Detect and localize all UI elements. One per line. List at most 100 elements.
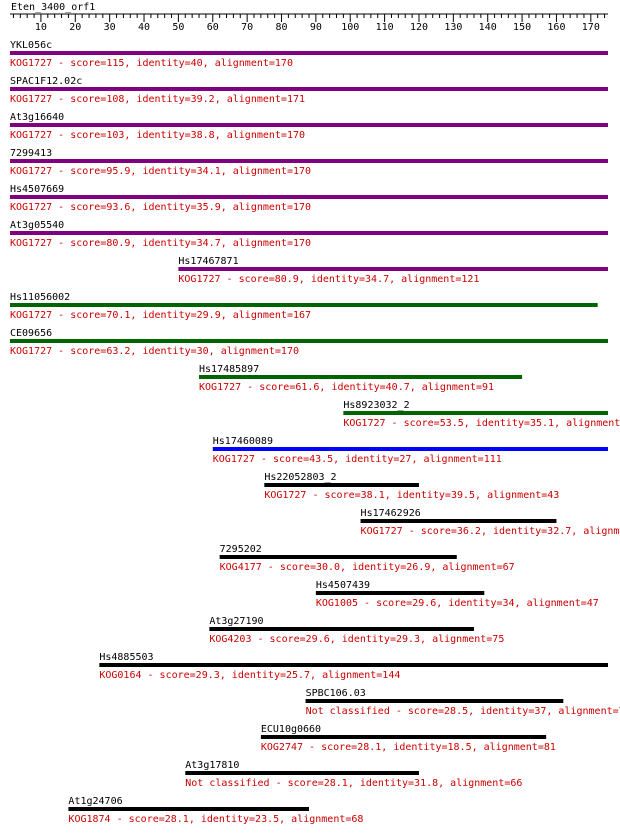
hit-bar[interactable] (219, 555, 457, 559)
hit-name[interactable]: Hs4885503 (99, 652, 153, 663)
hit-description: Not classified - score=28.5, identity=37… (306, 706, 620, 717)
hit-description: KOG1727 - score=70.1, identity=29.9, ali… (10, 310, 311, 321)
hit-bar[interactable] (212, 447, 608, 451)
axis-tick-label: 150 (513, 22, 531, 33)
hit-bar[interactable] (343, 411, 608, 415)
axis-tick-label: 110 (376, 22, 394, 33)
hit-description: Not classified - score=28.1, identity=31… (185, 778, 522, 789)
hit-bar[interactable] (10, 123, 608, 127)
hit-description: KOG4177 - score=30.0, identity=26.9, ali… (220, 562, 515, 573)
hit-description: KOG0164 - score=29.3, identity=25.7, ali… (99, 670, 400, 681)
hit-name[interactable]: 7299413 (10, 148, 52, 159)
hit-description: KOG1727 - score=108, identity=39.2, alig… (10, 94, 305, 105)
hit-name[interactable]: SPBC106.03 (306, 688, 366, 699)
hit-name[interactable]: Hs17462926 (361, 508, 421, 519)
hit-bar[interactable] (264, 483, 419, 487)
axis-tick-label: 70 (241, 22, 253, 33)
hit-name[interactable]: At3g17810 (185, 760, 239, 771)
hit-name[interactable]: At3g27190 (209, 616, 263, 627)
hit-bar[interactable] (10, 159, 608, 163)
hit-name[interactable]: At3g05540 (10, 220, 64, 231)
hit-bar[interactable] (10, 303, 598, 307)
hit-description: KOG1727 - score=61.6, identity=40.7, ali… (199, 382, 494, 393)
hit-bar[interactable] (10, 339, 608, 343)
hit-name[interactable]: Hs4507439 (316, 580, 370, 591)
hit-bar[interactable] (260, 735, 547, 739)
hit-name[interactable]: Hs4507669 (10, 184, 64, 195)
hit-name[interactable]: At3g16640 (10, 112, 64, 123)
axis-tick-label: 90 (310, 22, 322, 33)
hit-bar[interactable] (199, 375, 523, 379)
hit-description: KOG1727 - score=103, identity=38.8, alig… (10, 130, 305, 141)
hit-description: KOG1005 - score=29.6, identity=34, align… (316, 598, 599, 609)
hit-bar[interactable] (99, 663, 608, 667)
hit-description: KOG1727 - score=93.6, identity=35.9, ali… (10, 202, 311, 213)
hit-bar[interactable] (209, 627, 474, 631)
hit-name[interactable]: 7295202 (220, 544, 262, 555)
hit-name[interactable]: Hs17460089 (213, 436, 273, 447)
hit-description: KOG1727 - score=38.1, identity=39.5, ali… (264, 490, 559, 501)
axis-tick-label: 40 (138, 22, 150, 33)
axis-tick-label: 130 (444, 22, 462, 33)
hit-bar[interactable] (360, 519, 557, 523)
hit-name[interactable]: Hs17485897 (199, 364, 259, 375)
axis-tick-label: 120 (410, 22, 428, 33)
hit-bar[interactable] (178, 267, 609, 271)
axis-tick-label: 60 (207, 22, 219, 33)
axis-tick-label: 10 (35, 22, 47, 33)
hit-name[interactable]: SPAC1F12.02c (10, 76, 82, 87)
axis-tick-label: 80 (275, 22, 287, 33)
hit-name[interactable]: CE09656 (10, 328, 52, 339)
hit-bar[interactable] (68, 807, 309, 811)
hit-description: KOG1727 - score=80.9, identity=34.7, ali… (178, 274, 479, 285)
hit-name[interactable]: ECU10g0660 (261, 724, 321, 735)
hit-description: KOG1727 - score=43.5, identity=27, align… (213, 454, 502, 465)
hit-name[interactable]: At1g24706 (68, 796, 122, 807)
hit-bar[interactable] (10, 195, 608, 199)
axis-tick-label: 50 (172, 22, 184, 33)
hit-name[interactable]: Hs22052803_2 (264, 472, 336, 483)
axis-tick-label: 100 (341, 22, 359, 33)
hit-name[interactable]: Hs11056002 (10, 292, 70, 303)
hit-bar[interactable] (185, 771, 419, 775)
hit-description: KOG1727 - score=80.9, identity=34.7, ali… (10, 238, 311, 249)
hit-description: KOG4203 - score=29.6, identity=29.3, ali… (209, 634, 504, 645)
hit-bar[interactable] (10, 51, 608, 55)
hit-bar[interactable] (10, 87, 608, 91)
hit-description: KOG1727 - score=63.2, identity=30, align… (10, 346, 299, 357)
hit-bar[interactable] (10, 231, 608, 235)
hit-name[interactable]: Hs17467871 (178, 256, 238, 267)
hit-name[interactable]: Hs8923032_2 (343, 400, 409, 411)
hit-bar[interactable] (315, 591, 485, 595)
hit-bar[interactable] (305, 699, 564, 703)
hit-description: KOG2747 - score=28.1, identity=18.5, ali… (261, 742, 556, 753)
axis-tick-label: 160 (547, 22, 565, 33)
hit-name[interactable]: YKL056c (10, 40, 52, 51)
hit-description: KOG1727 - score=53.5, identity=35.1, ali… (343, 418, 620, 429)
